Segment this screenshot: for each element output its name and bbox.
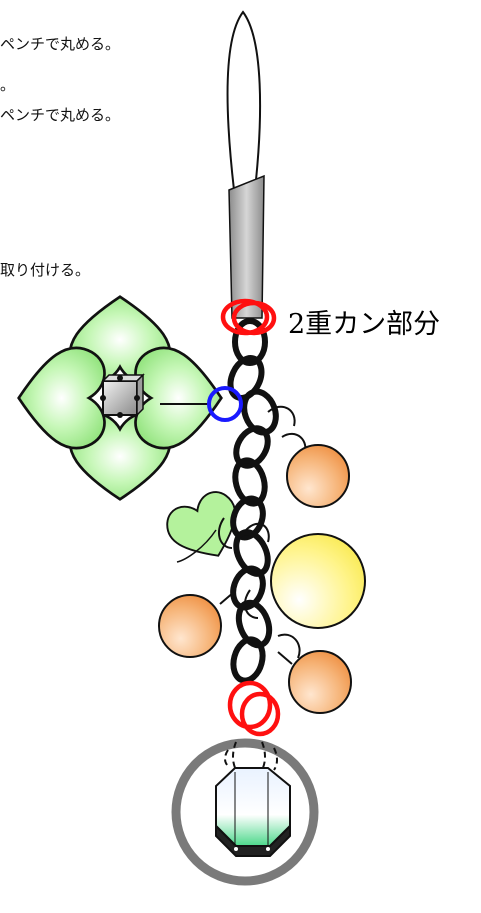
- instruction-text-4: 取り付ける。: [0, 261, 91, 279]
- cube-bead: [100, 373, 145, 418]
- blue-ring: [207, 386, 243, 422]
- double-ring-bottom: [227, 680, 281, 737]
- octagon-crystal: [215, 767, 291, 857]
- strap-loop: [226, 10, 262, 191]
- instruction-text-1: ペンチで丸める。: [0, 35, 121, 53]
- strap-band: [228, 174, 265, 319]
- double-ring-label-prefix: 2重: [288, 309, 333, 340]
- double-ring-top: [220, 298, 277, 336]
- instruction-text-2: 。: [0, 76, 16, 94]
- clover-charm: [17, 295, 223, 501]
- double-ring-label: 2重カン部分: [288, 302, 440, 341]
- outer-ring: [171, 738, 319, 886]
- double-ring-label-suffix: カン部分: [332, 309, 441, 340]
- instruction-text-3: ペンチで丸める。: [0, 106, 121, 124]
- yellow-bead: [270, 533, 366, 629]
- orange-bead-2: [158, 594, 222, 658]
- orange-bead-1: [286, 444, 350, 508]
- orange-bead-3: [288, 650, 352, 714]
- chain-links: [227, 318, 279, 684]
